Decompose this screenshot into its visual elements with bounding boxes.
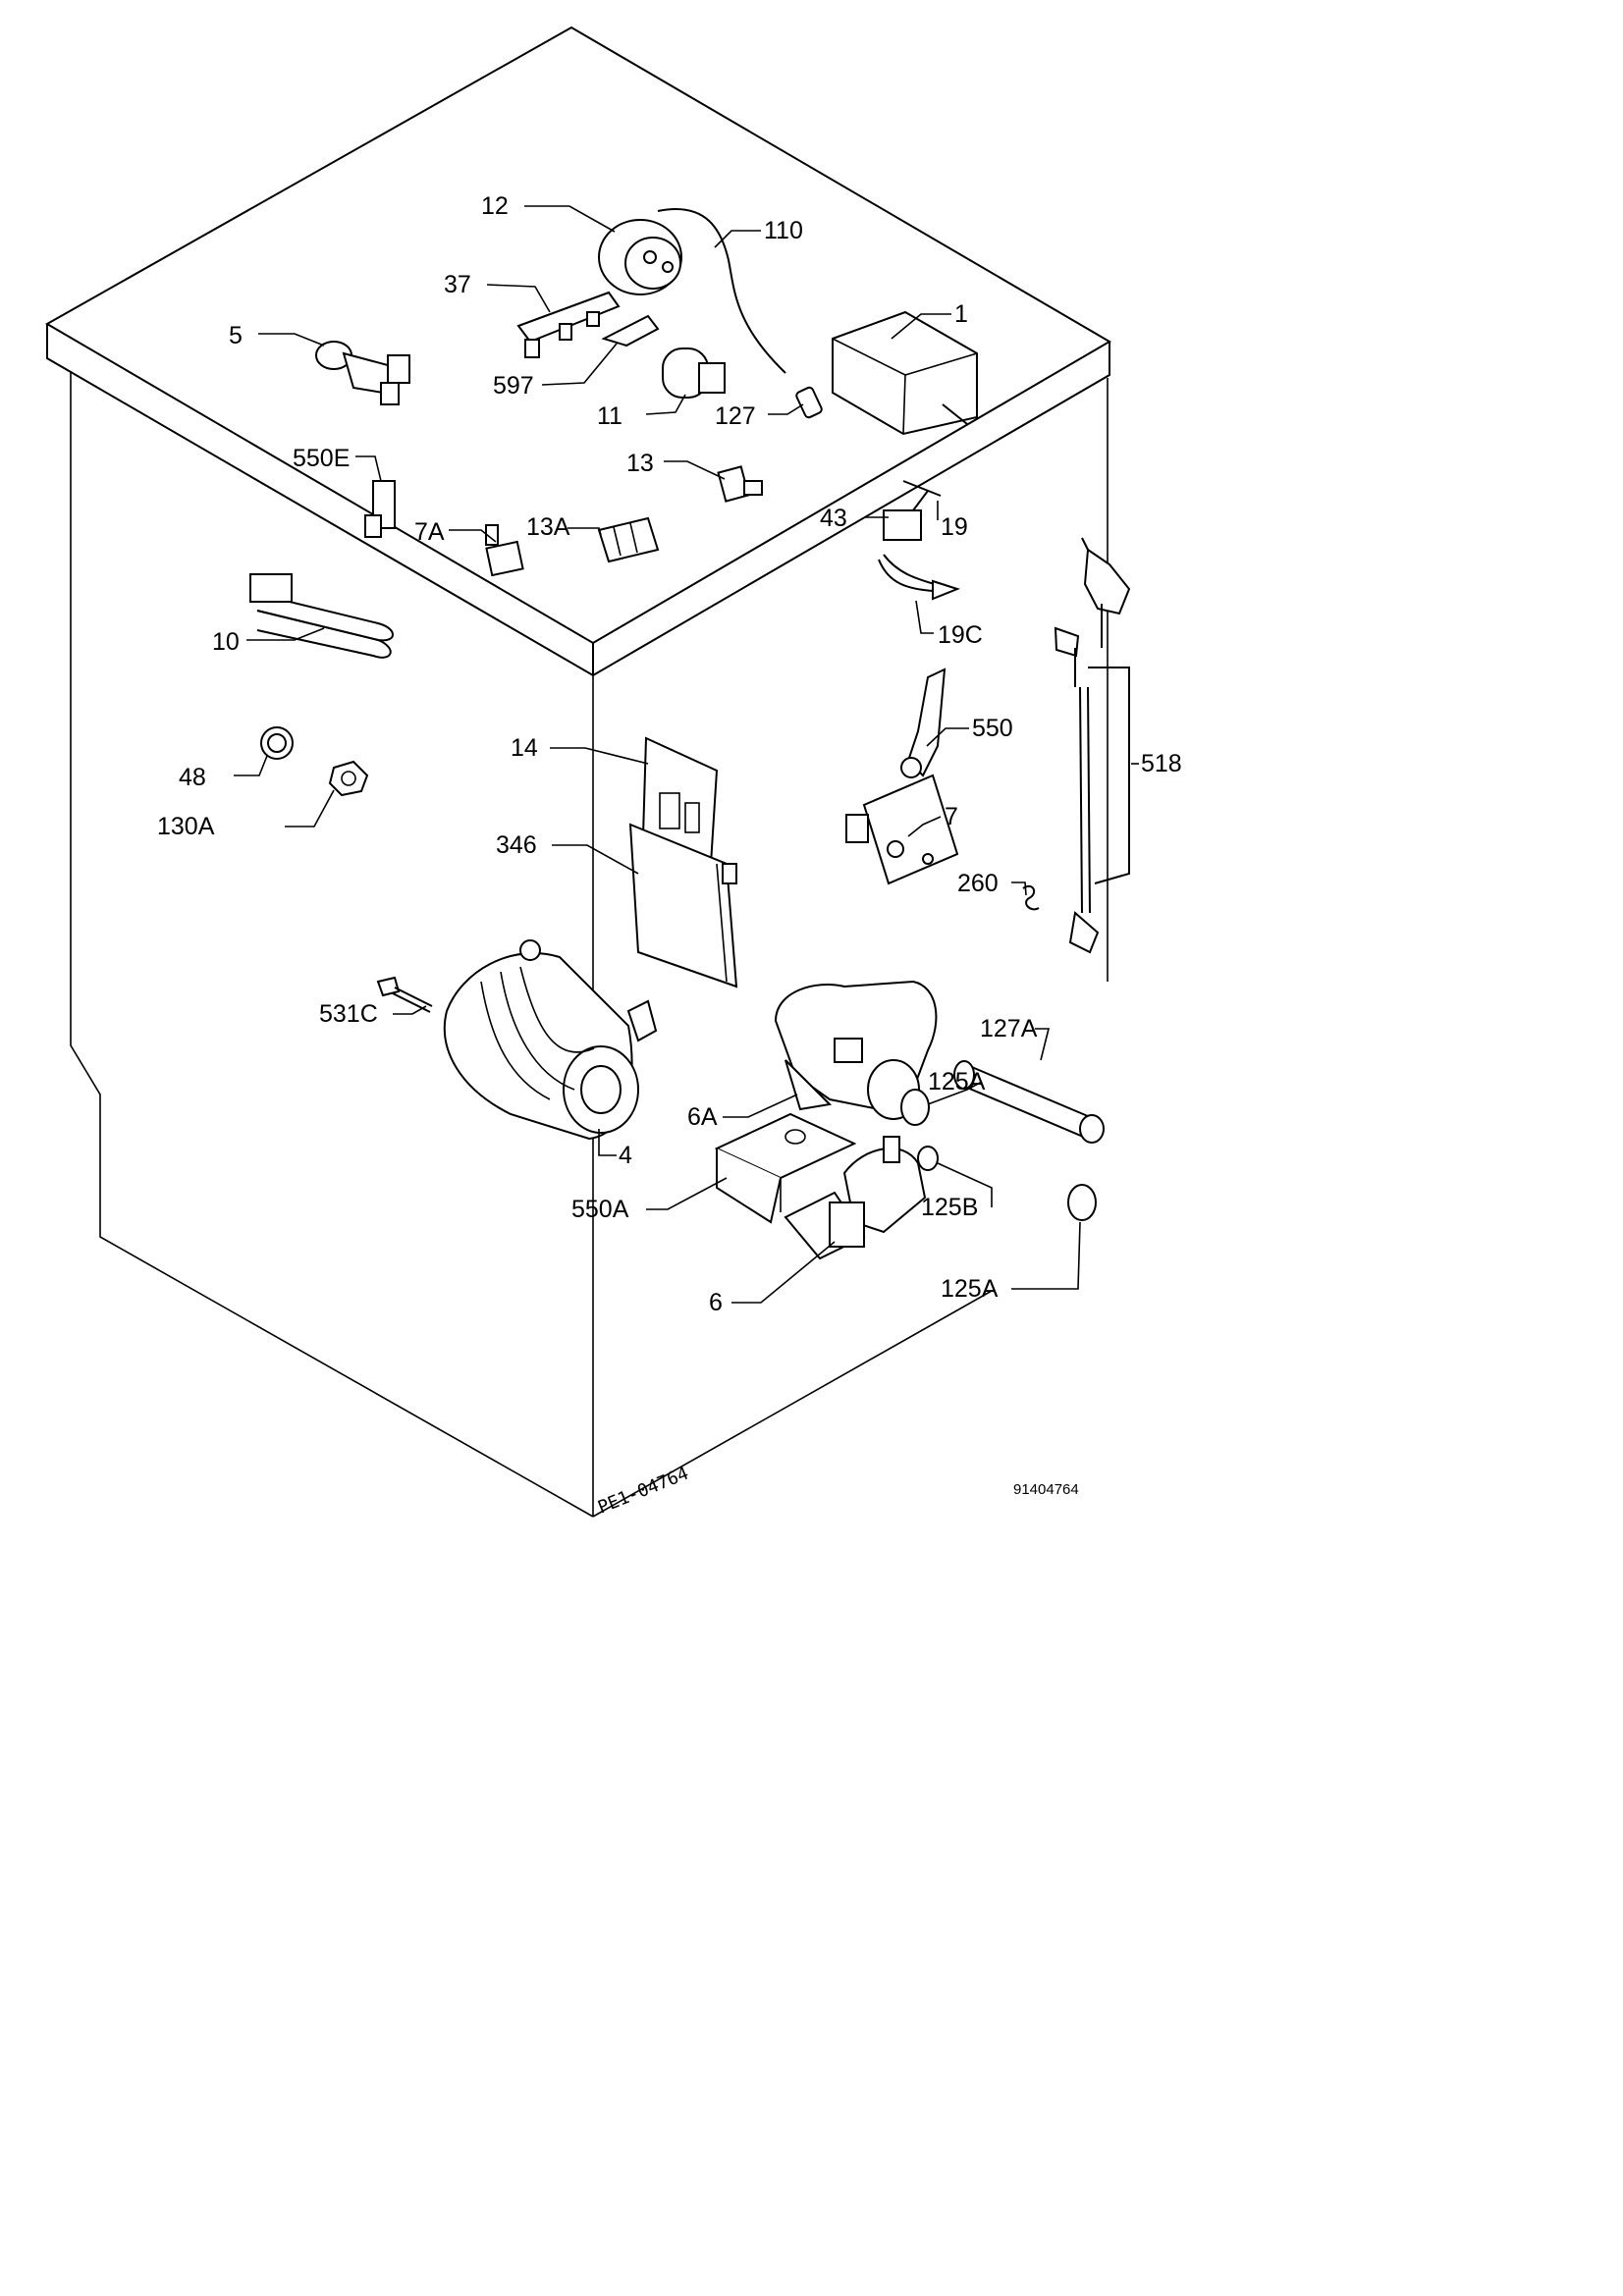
label-6a: 6A — [687, 1103, 718, 1131]
motor-part — [443, 939, 658, 1141]
label-125a-bottom: 125A — [941, 1275, 999, 1303]
pump-housing-part — [774, 980, 938, 1120]
label-1: 1 — [954, 300, 968, 328]
label-550: 550 — [972, 715, 1013, 742]
label-13: 13 — [626, 450, 654, 477]
switch-550e-part — [364, 480, 396, 538]
drawer-housing-part — [628, 823, 738, 988]
label-518: 518 — [1141, 750, 1182, 777]
label-10: 10 — [212, 628, 240, 656]
label-130a: 130A — [157, 813, 215, 840]
part-labels: 12 110 37 1 5 597 11 127 550E 13 7A 13A … — [157, 192, 1182, 1316]
seal-ring-125a-lower-part — [1067, 1184, 1097, 1221]
label-43: 43 — [820, 505, 847, 532]
pressure-hose-part — [657, 208, 786, 374]
label-7: 7 — [945, 803, 958, 830]
connector-part — [795, 386, 823, 419]
label-531c: 531C — [319, 1000, 378, 1028]
pipe-127a-part — [953, 1060, 1105, 1144]
door-lock-part — [845, 774, 959, 885]
sensor-19c-part — [878, 554, 960, 601]
seal-ring-125b-part — [917, 1146, 939, 1171]
door-lock-lever-part — [900, 667, 947, 778]
bracket-part — [601, 314, 660, 347]
pressure-switch-part — [598, 219, 682, 295]
label-125b: 125B — [921, 1194, 978, 1221]
label-550a: 550A — [571, 1196, 629, 1223]
heating-element-part — [249, 573, 394, 659]
label-37: 37 — [444, 271, 471, 298]
component-13-part — [717, 465, 763, 503]
thermostat-part — [883, 480, 942, 541]
label-260: 260 — [957, 870, 999, 897]
terminal-block-part — [516, 291, 621, 358]
drawing-code: 91404764 — [1013, 1481, 1079, 1498]
label-48: 48 — [179, 764, 206, 791]
capacitor-part — [662, 347, 726, 399]
label-14: 14 — [511, 734, 538, 762]
leader-lines — [234, 205, 1139, 1304]
label-19: 19 — [941, 513, 968, 541]
handwritten-reference: PE1-04764 — [595, 1464, 691, 1519]
pressure-valve-48-part — [260, 726, 294, 760]
cable-assembly-part — [1054, 537, 1131, 954]
screw-531c-part — [376, 976, 433, 1013]
label-550e: 550E — [293, 445, 350, 472]
label-110: 110 — [764, 217, 803, 244]
component-13a-part — [597, 516, 660, 563]
seal-ring-125a-part — [900, 1089, 930, 1126]
label-5: 5 — [229, 322, 243, 349]
label-127: 127 — [715, 402, 756, 430]
label-4: 4 — [619, 1142, 632, 1169]
label-597: 597 — [493, 372, 534, 400]
mounting-plate-550a-part — [714, 1112, 857, 1224]
label-125a-top: 125A — [928, 1068, 986, 1095]
spring-part — [1022, 884, 1040, 911]
label-11: 11 — [597, 402, 622, 430]
nut-130a-part — [328, 760, 369, 797]
label-346: 346 — [496, 831, 537, 859]
programmer-timer-part — [832, 310, 978, 436]
label-19c: 19C — [938, 621, 983, 649]
label-12: 12 — [481, 192, 509, 220]
drain-pump-part — [784, 1136, 927, 1260]
component-7a-part — [485, 524, 524, 577]
label-6: 6 — [709, 1289, 723, 1316]
label-13a: 13A — [526, 513, 570, 541]
label-127a: 127A — [980, 1015, 1038, 1042]
label-7a: 7A — [414, 518, 445, 546]
inlet-valve-part — [315, 341, 410, 405]
